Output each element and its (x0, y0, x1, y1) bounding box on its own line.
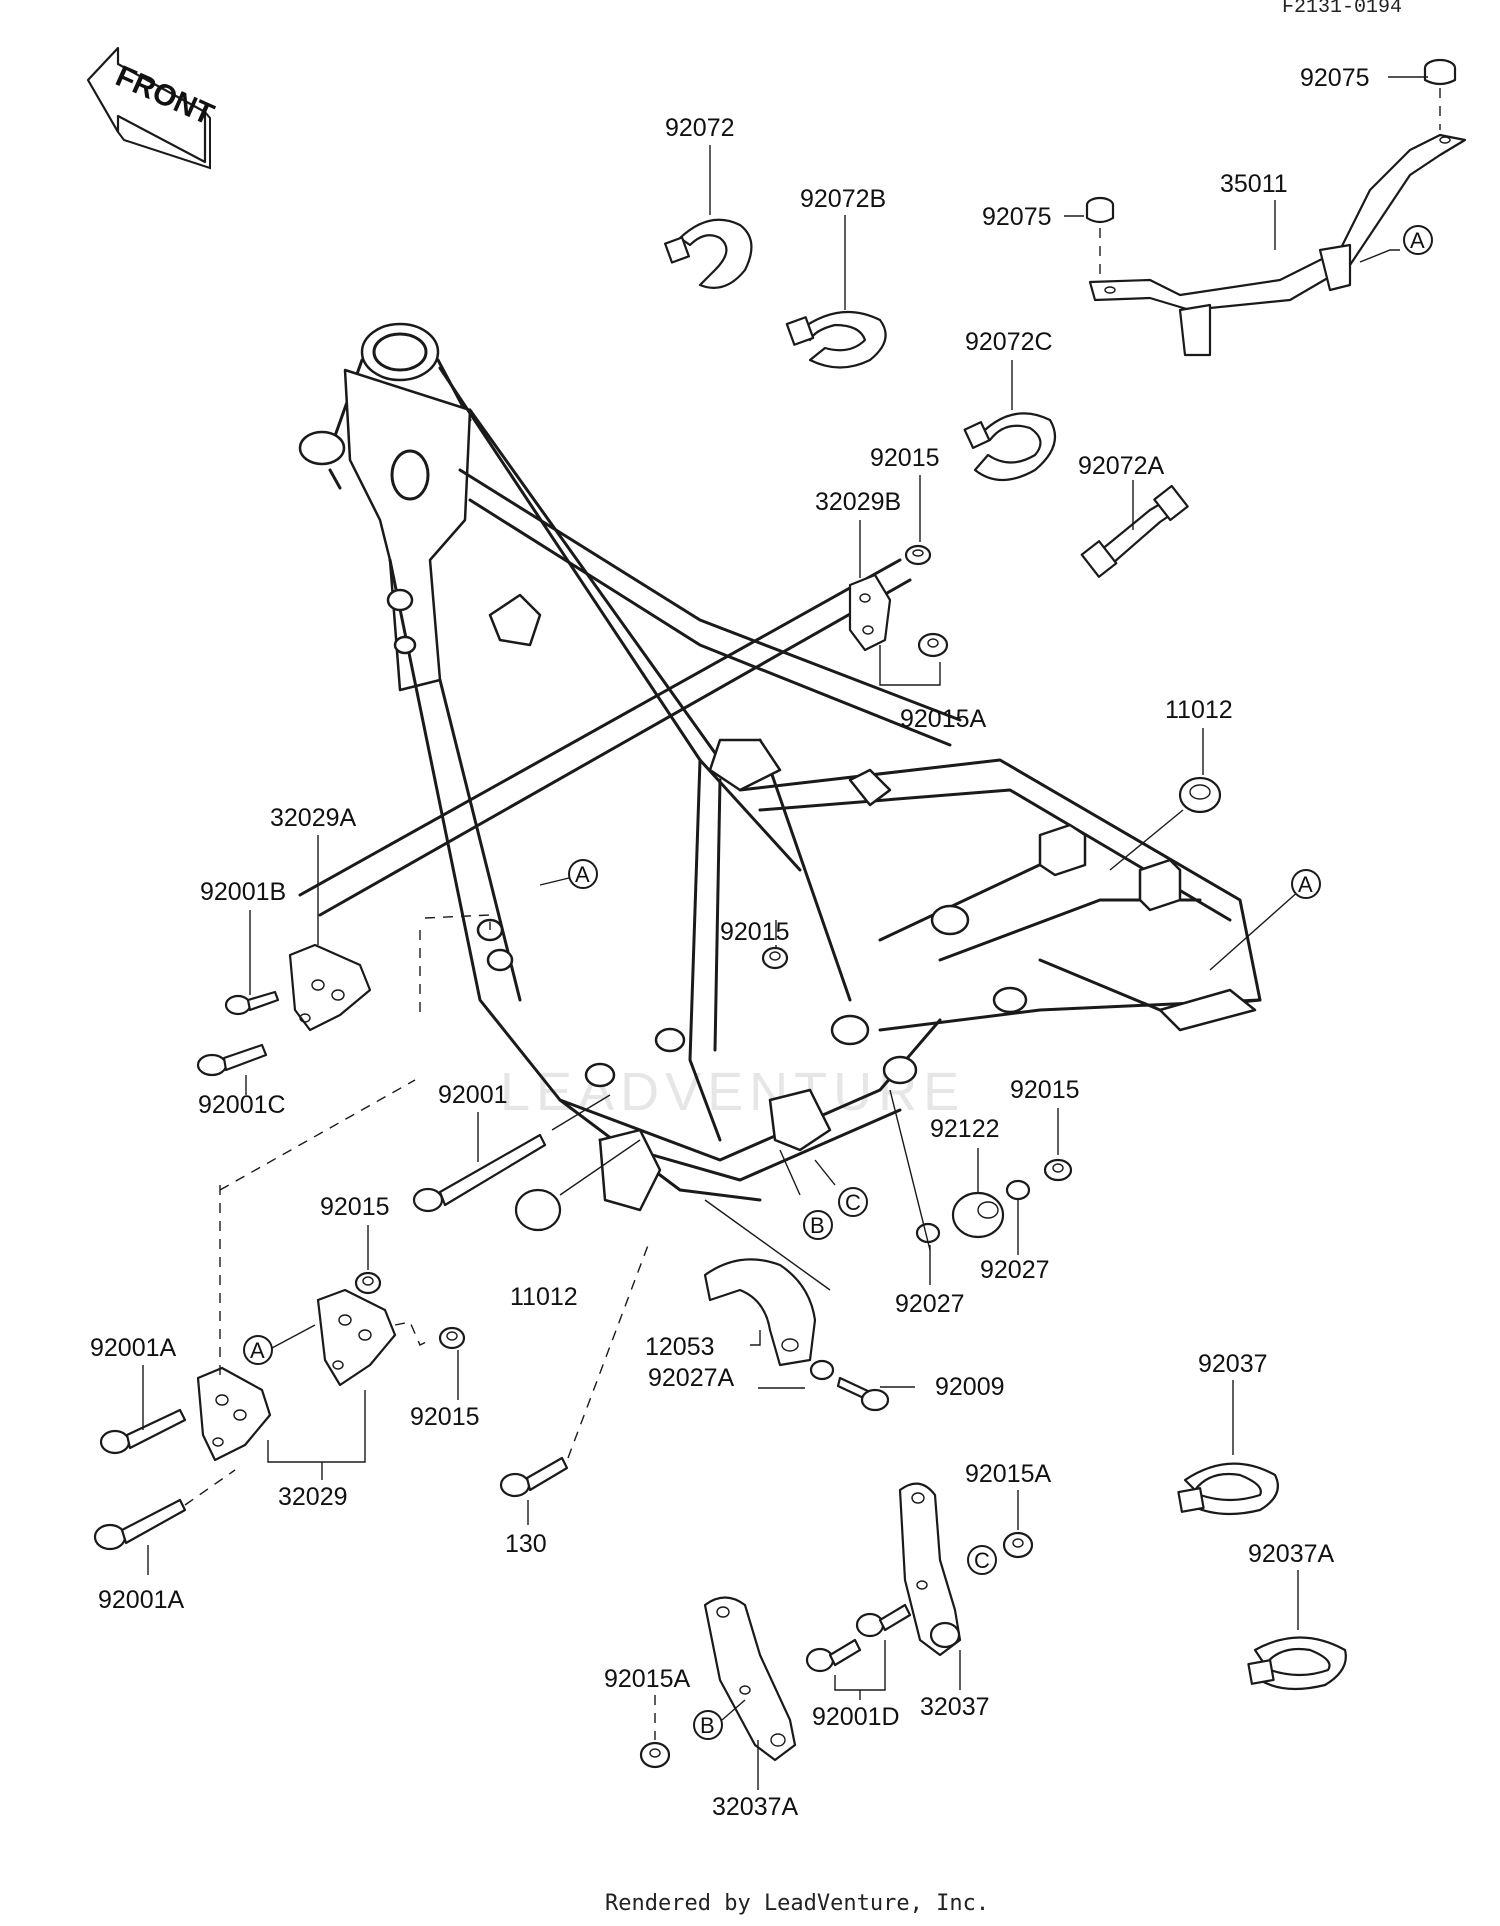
callout-a-32029: A (243, 1335, 273, 1365)
part-130-bolt[interactable] (499, 1456, 569, 1498)
part-92027-right-collar-icon[interactable] (1005, 1179, 1031, 1201)
part-92015-top-nut-icon[interactable] (904, 544, 932, 566)
label-32029B[interactable]: 32029B (815, 488, 901, 516)
part-92037a-clamp[interactable] (1247, 1636, 1347, 1691)
label-92037[interactable]: 92037 (1198, 1350, 1268, 1378)
part-92001d-bolt-b[interactable] (805, 1638, 862, 1673)
label-92027A[interactable]: 92027A (648, 1364, 735, 1392)
label-92027-right[interactable]: 92027 (980, 1256, 1050, 1284)
part-92001d-bolt-a[interactable] (855, 1603, 912, 1638)
label-92122[interactable]: 92122 (930, 1115, 1000, 1143)
part-92072c-clamp[interactable] (963, 412, 1057, 481)
part-92075-mid-cap-icon[interactable] (1085, 196, 1115, 224)
part-92027a-collar-icon[interactable] (809, 1359, 835, 1381)
part-92001b-bolt[interactable] (224, 990, 280, 1016)
part-92122-bushing[interactable] (951, 1191, 1005, 1239)
label-92001[interactable]: 92001 (438, 1081, 508, 1109)
part-92015-right-nut-icon[interactable] (1043, 1158, 1073, 1182)
label-92001A-top[interactable]: 92001A (90, 1334, 177, 1362)
label-12053[interactable]: 12053 (645, 1333, 715, 1361)
part-92015-center-nut-icon[interactable] (761, 946, 789, 970)
label-92037A[interactable]: 92037A (1248, 1540, 1335, 1568)
part-92015a-top-nut-icon[interactable] (917, 632, 949, 658)
label-92015A-bottom[interactable]: 92015A (604, 1665, 691, 1693)
callout-b-center: B (803, 1210, 833, 1240)
part-32029a-plate[interactable] (288, 943, 372, 1032)
part-92001a-bolt-top[interactable] (99, 1408, 187, 1455)
svg-text:A: A (575, 862, 590, 887)
svg-text:C: C (845, 1190, 861, 1215)
svg-text:A: A (1410, 228, 1425, 253)
part-32037-bracket[interactable] (898, 1482, 962, 1657)
label-92075-top[interactable]: 92075 (1300, 64, 1370, 92)
label-92072A[interactable]: 92072A (1078, 452, 1165, 480)
label-32029[interactable]: 32029 (278, 1483, 348, 1511)
label-92075-mid[interactable]: 92075 (982, 203, 1052, 231)
label-11012-right[interactable]: 11012 (1165, 696, 1233, 724)
label-92015-right[interactable]: 92015 (1010, 1076, 1080, 1104)
part-35011-bracket[interactable] (1088, 133, 1467, 357)
label-130[interactable]: 130 (505, 1530, 547, 1558)
part-92015a-bottom-nut-icon[interactable] (639, 1741, 671, 1769)
label-92027-center[interactable]: 92027 (895, 1290, 965, 1318)
part-12053-guide[interactable] (703, 1258, 817, 1367)
label-92015-left[interactable]: 92015 (320, 1193, 390, 1221)
part-32037a-bracket[interactable] (703, 1596, 797, 1762)
part-11012-right-grommet[interactable] (1178, 776, 1222, 814)
part-92001c-bolt[interactable] (196, 1043, 268, 1077)
callout-b-bottom: B (693, 1710, 723, 1740)
main-frame (298, 322, 1262, 1212)
label-92072[interactable]: 92072 (665, 114, 735, 142)
part-32029-plate-a[interactable] (316, 1288, 397, 1387)
label-92001D[interactable]: 92001D (812, 1703, 900, 1731)
callout-a-35011: A (1403, 225, 1433, 255)
part-11012-left-grommet[interactable] (514, 1188, 562, 1232)
part-32029-plate-b[interactable] (196, 1366, 272, 1462)
part-92009-screw[interactable] (836, 1376, 890, 1412)
callout-a-frame: A (568, 859, 598, 889)
svg-text:C: C (974, 1548, 990, 1573)
callout-c-right: C (967, 1545, 997, 1575)
label-92072C[interactable]: 92072C (965, 328, 1053, 356)
svg-text:B: B (700, 1713, 715, 1738)
part-92072b-clamp[interactable] (785, 310, 887, 369)
callout-a-right: A (1291, 869, 1321, 899)
label-92001A-bottom[interactable]: 92001A (98, 1586, 185, 1614)
front-arrow-icon: FRONT (86, 46, 219, 170)
part-92072a-strap[interactable] (1080, 484, 1189, 578)
label-32029A[interactable]: 32029A (270, 804, 357, 832)
part-92015-left2-nut-icon[interactable] (438, 1326, 466, 1350)
part-92075-top-cap-icon[interactable] (1423, 58, 1457, 86)
label-92015A-right[interactable]: 92015A (965, 1460, 1052, 1488)
label-92072B[interactable]: 92072B (800, 185, 886, 213)
label-92009[interactable]: 92009 (935, 1373, 1005, 1401)
svg-text:A: A (250, 1338, 265, 1363)
label-92015-left2[interactable]: 92015 (410, 1403, 480, 1431)
part-92072-clamp[interactable] (664, 218, 753, 289)
label-32037A[interactable]: 32037A (712, 1793, 799, 1821)
label-92015-center[interactable]: 92015 (720, 918, 790, 946)
part-92015a-right-nut-icon[interactable] (1002, 1531, 1034, 1559)
label-92001B[interactable]: 92001B (200, 878, 286, 906)
part-92015-left-nut-icon[interactable] (354, 1271, 382, 1295)
part-92037-clamp[interactable] (1177, 1462, 1279, 1516)
part-32029b-plate[interactable] (848, 573, 892, 652)
callout-c-center: C (838, 1187, 868, 1217)
reference-id: F2131-0194 (1282, 0, 1402, 19)
label-92015-top[interactable]: 92015 (870, 444, 940, 472)
svg-text:A: A (1298, 872, 1313, 897)
label-35011[interactable]: 35011 (1220, 170, 1288, 198)
part-92001a-bolt-bottom[interactable] (93, 1498, 187, 1551)
label-92001C[interactable]: 92001C (198, 1091, 286, 1119)
label-11012-left[interactable]: 11012 (510, 1283, 578, 1311)
label-92015A-top[interactable]: 92015A (900, 705, 987, 733)
label-32037[interactable]: 32037 (920, 1693, 990, 1721)
svg-text:B: B (810, 1213, 825, 1238)
footer-credit: Rendered by LeadVenture, Inc. (605, 1891, 989, 1916)
part-92001-long-bolt[interactable] (412, 1133, 547, 1213)
